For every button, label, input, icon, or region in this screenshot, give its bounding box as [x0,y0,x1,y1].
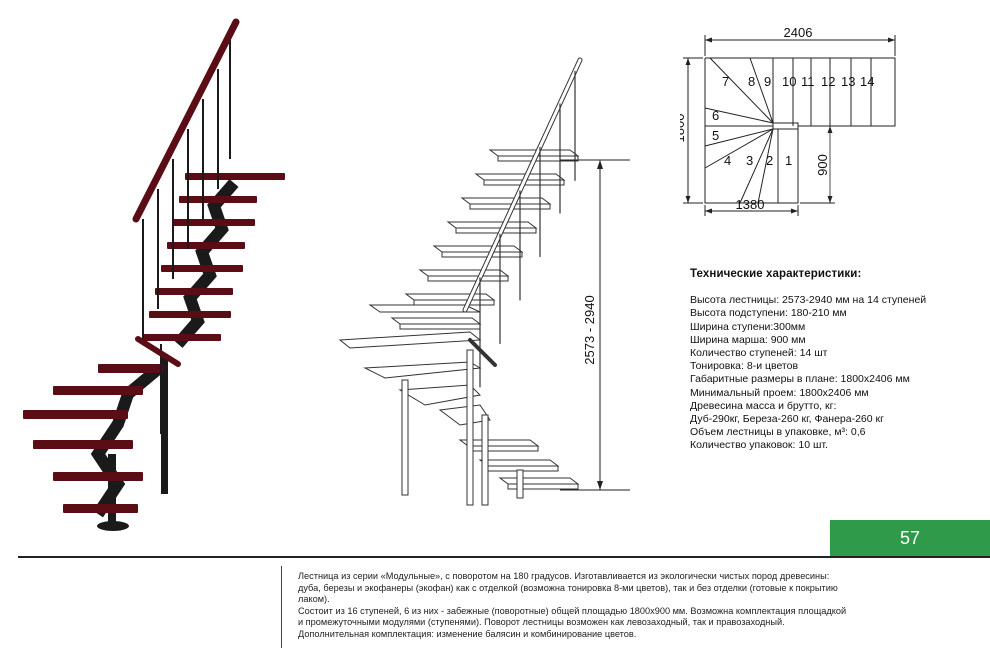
handrail-bar [132,18,240,223]
spec-line: Габаритные размеры в плане: 1800х2406 мм [690,373,910,386]
line-tread-edge [399,323,481,330]
spec-line: Ширина марша: 900 мм [690,333,806,346]
specs-title: Технические характеристики: [690,268,862,280]
wood-tread [179,196,257,203]
spec-line: Минимальный проем: 1800х2406 мм [690,386,869,399]
frame-foot [97,521,129,531]
line-tread [460,197,552,205]
wood-tread [98,364,163,373]
staircase-photo [23,18,285,531]
spec-line: Объем лестницы в упаковке, м³: 0,6 [690,426,866,439]
handrail [132,18,240,434]
wood-tread [161,265,243,272]
plan-step-number: 9 [764,74,771,89]
plan-step-number: 8 [748,74,755,89]
dim-bottom: 1380 [736,197,765,212]
plan-step-number: 11 [801,74,815,89]
spec-line: Древесина масса и брутто, кг: [690,399,837,412]
wood-tread [53,386,143,395]
frame-post [161,354,168,494]
wood-tread [63,504,138,513]
spec-line: Ширина ступени:300мм [690,320,806,333]
line-handrail [462,57,583,388]
description-line: и промежуточными модулями (ступенями). П… [298,617,785,628]
specs-block: Технические характеристики: Высота лестн… [690,268,980,453]
description: Лестница из серии «Модульные», с поворот… [298,571,858,641]
line-tread [474,173,566,181]
line-tread [390,317,482,325]
dim-top: 2406 [784,28,813,40]
plan-step-number: 4 [724,153,731,168]
plan-step-number: 7 [722,74,729,89]
line-tread [478,459,560,467]
plan-step-number: 5 [712,128,719,143]
line-winder [338,331,482,349]
dim-left: 1800 [680,114,687,143]
dim-right: 900 [815,154,830,176]
plan-step-number: 12 [821,74,835,89]
description-line: дуба, березы и экофанеры (экофан) как с … [298,582,838,593]
height-dimension: 2573 - 2940 [560,159,630,491]
spec-line: Высота лестницы: 2573-2940 мм на 14 ступ… [690,294,927,307]
spec-line: Тонировка: 8-и цветов [690,360,799,373]
wood-tread [23,410,128,419]
handrail-bar [135,336,181,367]
line-handrail-bar [468,338,497,367]
spec-line: Количество ступеней: 14 шт [690,347,828,360]
line-post [401,379,409,496]
plan-step-number: 3 [746,153,753,168]
line-tread-edge [441,251,523,258]
wood-treads [23,173,285,513]
wood-tread [33,440,133,449]
line-post [516,469,524,499]
page-number: 57 [830,520,990,557]
spec-line: Высота подступени: 180-210 мм [690,307,847,320]
line-tread-edge [413,299,495,306]
line-post [466,349,474,506]
plan-step-number: 14 [860,74,874,89]
line-winder [363,361,482,379]
wood-tread [173,219,255,226]
plan-step-number: 13 [841,74,855,89]
wood-tread [143,334,221,341]
wood-tread [167,242,245,249]
plan-step-number: 10 [782,74,796,89]
plan-step-number: 1 [785,153,792,168]
line-tread [498,477,580,485]
vertical-divider [281,566,282,648]
line-winder [398,384,482,406]
wood-tread [155,288,233,295]
height-label: 2573 - 2940 [582,295,597,364]
line-tread-edge [427,275,509,282]
line-tread [418,269,510,277]
description-line: Лестница из серии «Модульные», с поворот… [298,571,830,581]
line-tread-edge [467,445,539,452]
wood-tread [185,173,285,180]
line-tread-edge [507,483,579,490]
description-line: Дополнительная комплектация: изменение б… [298,628,637,639]
frame-spine [173,179,239,348]
line-post [481,414,489,506]
plan-step-number: 6 [712,108,719,123]
line-tread [404,293,496,301]
line-treads [338,149,580,506]
wood-tread [53,472,143,481]
divider-line [18,556,990,558]
plan-step-number: 2 [766,153,773,168]
line-tread [432,245,524,253]
line-handrail-fill [463,58,582,312]
line-tread [446,221,538,229]
staircase-line-drawing: 2573 - 2940 [338,57,630,506]
spec-line: Количество упаковок: 10 шт. [690,439,828,452]
description-line: Состоит из 16 ступеней, 6 из них - забеж… [298,605,847,616]
line-tread-edge [455,227,537,234]
wood-tread [149,311,231,318]
spec-line: Дуб-290кг, Береза-260 кг, Фанера-260 кг [690,413,884,426]
description-line: лаком). [298,594,330,605]
